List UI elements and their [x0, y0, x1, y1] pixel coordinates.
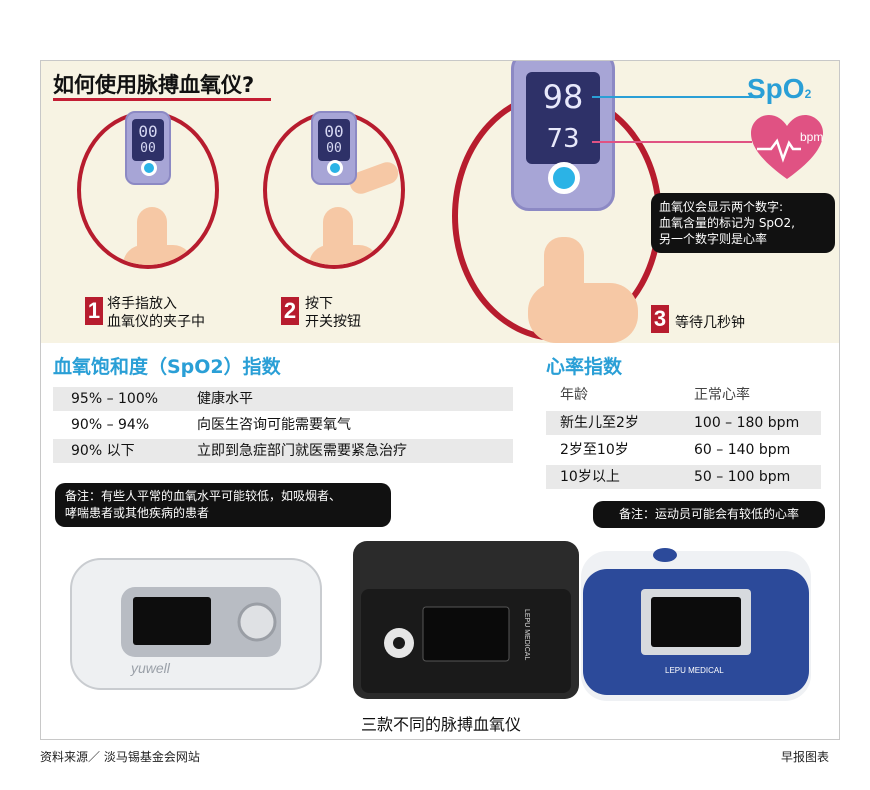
step1-line1: 将手指放入: [107, 296, 177, 312]
source-credit: 资料来源／ 淡马锡基金会网站: [40, 750, 200, 764]
bpm-label: bpm: [800, 130, 823, 144]
title-underline: [53, 98, 271, 101]
spo2-note-line2: 哮喘患者或其他疾病的患者: [65, 506, 210, 520]
step2-screen-bottom: 00: [326, 141, 342, 156]
device1-screen: [133, 597, 211, 645]
device3-screen: [651, 597, 741, 647]
spo2-meaning: 立即到急症部门就医需要紧急治疗: [197, 443, 407, 459]
step2-button-icon: [327, 160, 343, 176]
device2-screen: [422, 606, 510, 662]
spo2-note: 备注：有些人平常的血氧水平可能较低，如吸烟者、 哮喘患者或其他疾病的患者: [55, 483, 391, 527]
step1-screen-top: 00: [138, 122, 158, 141]
photo-caption: 三款不同的脉搏血氧仪: [360, 715, 521, 734]
step2-screen-top: 00: [324, 122, 344, 141]
step2-label: 按下 开关按钮: [305, 295, 361, 331]
explain-line1: 血氧仪会显示两个数字:: [659, 200, 784, 214]
device1-brand: yuwell: [130, 660, 171, 676]
hr-header-age: 年龄: [560, 387, 588, 403]
spo2-text: SpO: [747, 73, 805, 104]
spo2-range: 90% 以下: [71, 443, 135, 459]
spo2-subscript: 2: [804, 87, 812, 101]
step3-hand: [528, 283, 638, 343]
step1-label: 将手指放入 血氧仪的夹子中: [107, 295, 205, 331]
spo2-range: 95% – 100%: [71, 391, 159, 407]
hr-age: 2岁至10岁: [560, 442, 629, 458]
device3-brand: LEPU MEDICAL: [665, 666, 724, 675]
hr-rate: 50 – 100 bpm: [694, 469, 791, 485]
explanation-bubble: 血氧仪会显示两个数字: 血氧含量的标记为 SpO2, 另一个数字则是心率: [651, 193, 835, 253]
step1-button-icon: [141, 160, 157, 176]
step2-line1: 按下: [305, 296, 333, 312]
spo2-row: 90% – 94% 向医生咨询可能需要氧气: [53, 413, 513, 437]
explain-line3: 另一个数字则是心率: [659, 232, 768, 246]
spo2-meaning: 健康水平: [197, 391, 253, 407]
step2-number: 2: [281, 297, 299, 325]
device3-button: [653, 548, 677, 562]
hr-rate: 100 – 180 bpm: [694, 415, 800, 431]
heart-icon: bpm: [751, 115, 823, 179]
step2-line2: 开关按钮: [305, 314, 361, 330]
step2-hand: [309, 245, 379, 265]
hr-note: 备注：运动员可能会有较低的心率: [593, 501, 825, 528]
step3-oximeter-icon: 98 73: [511, 61, 615, 211]
graphic-credit: 早报图表: [781, 750, 830, 764]
step1-screen-bottom: 00: [140, 141, 156, 156]
hr-age: 新生儿至2岁: [560, 415, 639, 431]
step3-number: 3: [651, 305, 669, 333]
infographic-frame: 如何使用脉搏血氧仪? 00 00 1 将手指放入 血氧仪的夹子中 00: [40, 60, 840, 740]
spo2-row: 90% 以下 立即到急症部门就医需要紧急治疗: [53, 439, 513, 463]
spo2-label: SpO2: [747, 73, 811, 105]
device1-button-icon: [237, 602, 277, 642]
hr-rate: 60 – 140 bpm: [694, 442, 791, 458]
hr-header-row: 年龄 正常心率: [546, 383, 821, 407]
step1-hand: [123, 245, 193, 265]
spo2-range: 90% – 94%: [71, 417, 150, 433]
step1-number: 1: [85, 297, 103, 325]
usage-panel: 如何使用脉搏血氧仪? 00 00 1 将手指放入 血氧仪的夹子中 00: [41, 61, 839, 343]
explain-line2: 血氧含量的标记为 SpO2,: [659, 216, 795, 230]
hr-header-normal: 正常心率: [694, 387, 750, 403]
spo2-pointer-line: [592, 96, 762, 98]
step1-line2: 血氧仪的夹子中: [107, 314, 205, 330]
step1-screen: 00 00: [132, 119, 164, 161]
page-title: 如何使用脉搏血氧仪?: [53, 73, 255, 97]
bpm-pointer-line: [592, 141, 752, 143]
step3-button-icon: [548, 162, 580, 194]
device2-brand: LEPU MEDICAL: [523, 609, 530, 660]
hr-row: 新生儿至2岁 100 – 180 bpm: [546, 411, 821, 435]
oximeter-devices-photo: yuwell LEPU MEDICAL LEPU MEDICAL: [70, 541, 811, 701]
hr-row: 2岁至10岁 60 – 140 bpm: [546, 438, 821, 462]
step3-screen: 98 73: [526, 72, 600, 164]
step3-label: 等待几秒钟: [675, 315, 745, 331]
spo2-section-title: 血氧饱和度（SpO2）指数: [53, 356, 281, 378]
spo2-meaning: 向医生咨询可能需要氧气: [197, 417, 351, 433]
step2-oximeter-icon: 00 00: [311, 111, 357, 185]
step2-screen: 00 00: [318, 119, 350, 161]
step1-oximeter-icon: 00 00: [125, 111, 171, 185]
spo2-note-line1: 备注：有些人平常的血氧水平可能较低，如吸烟者、: [65, 489, 342, 503]
pulse-reading: 73: [546, 124, 580, 154]
hr-section-title: 心率指数: [546, 356, 623, 378]
hr-age: 10岁以上: [560, 469, 620, 485]
hr-row: 10岁以上 50 – 100 bpm: [546, 465, 821, 489]
spo2-reading: 98: [542, 78, 584, 116]
spo2-row: 95% – 100% 健康水平: [53, 387, 513, 411]
